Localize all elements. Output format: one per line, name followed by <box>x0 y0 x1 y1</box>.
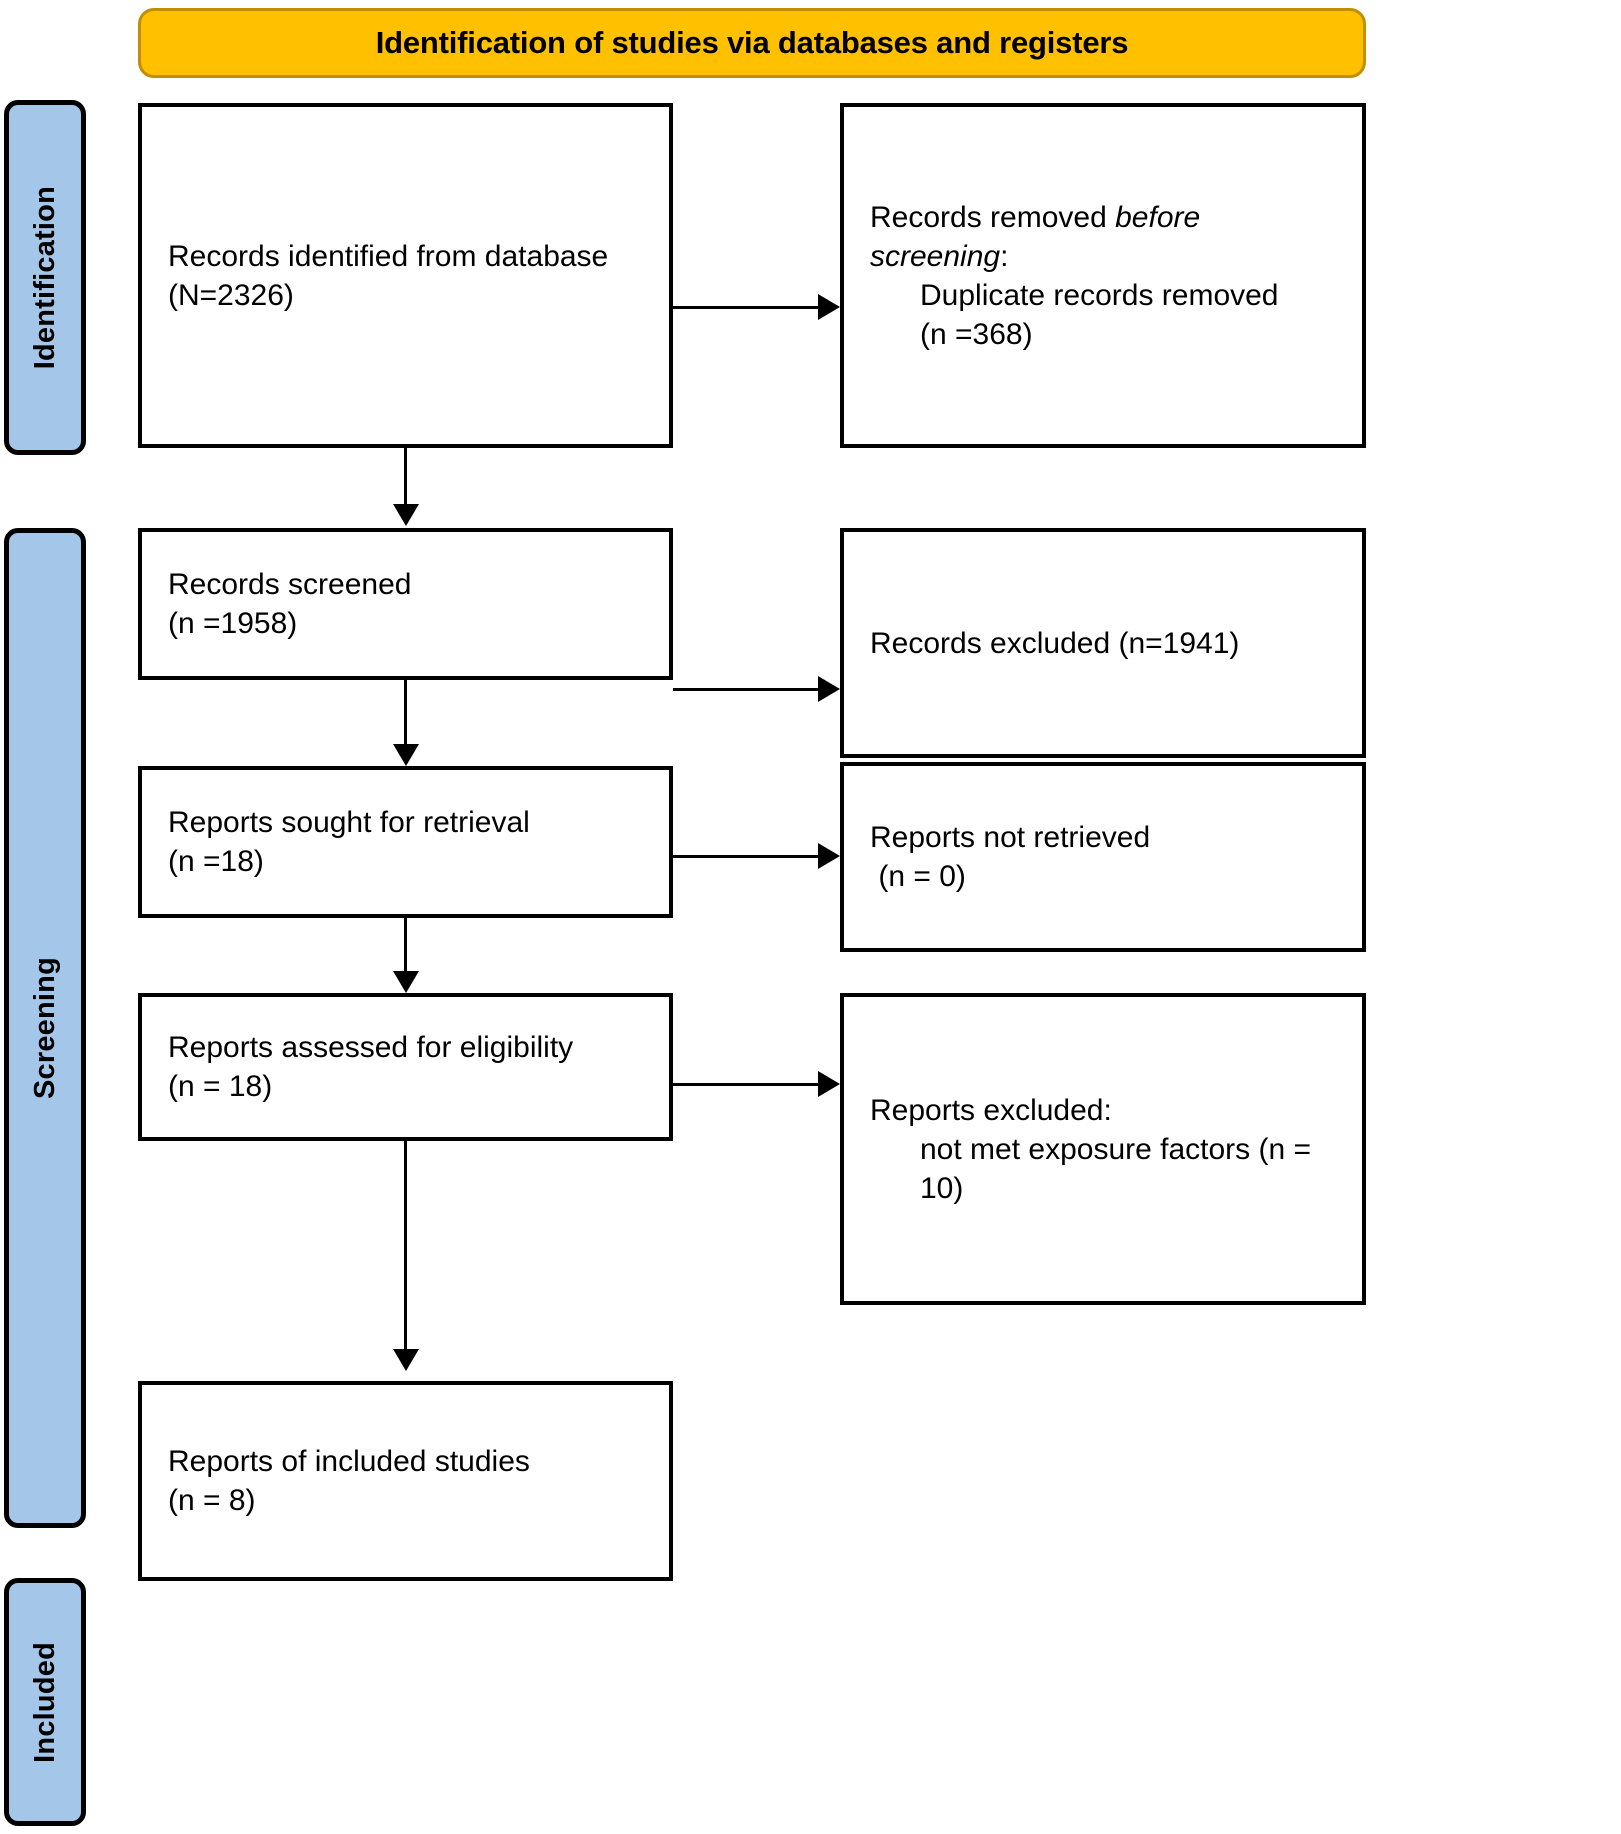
box-reports-assessed-for-eligibility: Reports assessed for eligibility (n = 18… <box>138 993 673 1141</box>
connector-screened-to-excluded-line <box>673 688 818 691</box>
records-excluded-line1: Records excluded (n=1941) <box>870 626 1240 660</box>
stage-bar-identification: Identification <box>4 100 86 455</box>
stage-label-included: Included <box>28 1641 61 1763</box>
connector-sought-to-not-retrieved-line <box>673 855 818 858</box>
connector-assessed-to-reports-excluded-line <box>673 1083 818 1086</box>
records-removed-line1: Records removed before screening: <box>870 198 1336 276</box>
diagram-header-banner: Identification of studies via databases … <box>138 8 1366 78</box>
reports-included-line1: Reports of included studies <box>168 1445 530 1478</box>
reports-excluded-line3: 10) <box>920 1171 964 1205</box>
records-removed-prefix: Records removed <box>870 200 1116 234</box>
reports-not-retrieved-line2: (n = 0) <box>870 860 966 893</box>
reports-included-line2: (n = 8) <box>168 1484 256 1517</box>
connector-identified-to-removed-arrowhead <box>818 294 840 320</box>
box-reports-excluded: Reports excluded: not met exposure facto… <box>840 993 1366 1305</box>
stage-bar-screening: Screening <box>4 528 86 1528</box>
records-identified-line2: (N=2326) <box>168 278 294 312</box>
stage-label-identification: Identification <box>28 185 61 370</box>
connector-screened-to-sought-line <box>404 680 407 744</box>
records-screened-line2: (n =1958) <box>168 607 298 640</box>
box-records-excluded: Records excluded (n=1941) <box>840 528 1366 758</box>
stage-label-screening: Screening <box>28 956 61 1099</box>
banner-title: Identification of studies via databases … <box>375 25 1129 60</box>
reports-sought-line2: (n =18) <box>168 845 264 878</box>
connector-identified-to-screened-arrowhead <box>393 504 419 526</box>
connector-identified-to-screened-line <box>404 448 407 504</box>
connector-assessed-to-included-line <box>404 1141 407 1349</box>
connector-assessed-to-included-arrowhead <box>393 1349 419 1371</box>
reports-sought-line1: Reports sought for retrieval <box>168 806 530 839</box>
records-removed-line2: Duplicate records removed <box>920 278 1279 312</box>
box-records-identified: Records identified from database (N=2326… <box>138 103 673 448</box>
connector-identified-to-removed-line <box>673 306 818 309</box>
reports-excluded-line2: not met exposure factors (n = <box>920 1132 1312 1166</box>
connector-screened-to-sought-arrowhead <box>393 744 419 766</box>
records-identified-line1: Records identified from database <box>168 239 609 273</box>
stage-bar-included: Included <box>4 1578 86 1826</box>
box-records-screened: Records screened (n =1958) <box>138 528 673 680</box>
box-records-removed-before-screening: Records removed before screening: Duplic… <box>840 103 1366 448</box>
records-removed-italic: before screening <box>870 200 1209 273</box>
box-reports-sought-for-retrieval: Reports sought for retrieval (n =18) <box>138 766 673 918</box>
reports-excluded-line1: Reports excluded: <box>870 1093 1112 1127</box>
connector-screened-to-excluded-arrowhead <box>818 676 840 702</box>
connector-assessed-to-reports-excluded-arrowhead <box>818 1071 840 1097</box>
reports-not-retrieved-line1: Reports not retrieved <box>870 821 1151 854</box>
box-reports-of-included-studies: Reports of included studies (n = 8) <box>138 1381 673 1581</box>
connector-sought-to-not-retrieved-arrowhead <box>818 843 840 869</box>
connector-sought-to-assessed-line <box>404 918 407 971</box>
connector-sought-to-assessed-arrowhead <box>393 971 419 993</box>
box-reports-not-retrieved: Reports not retrieved (n = 0) <box>840 762 1366 952</box>
records-removed-suffix: : <box>1000 239 1009 273</box>
records-screened-line1: Records screened <box>168 568 412 601</box>
reports-assessed-line2: (n = 18) <box>168 1070 273 1103</box>
reports-assessed-line1: Reports assessed for eligibility <box>168 1031 574 1064</box>
records-removed-line3: (n =368) <box>920 317 1033 351</box>
